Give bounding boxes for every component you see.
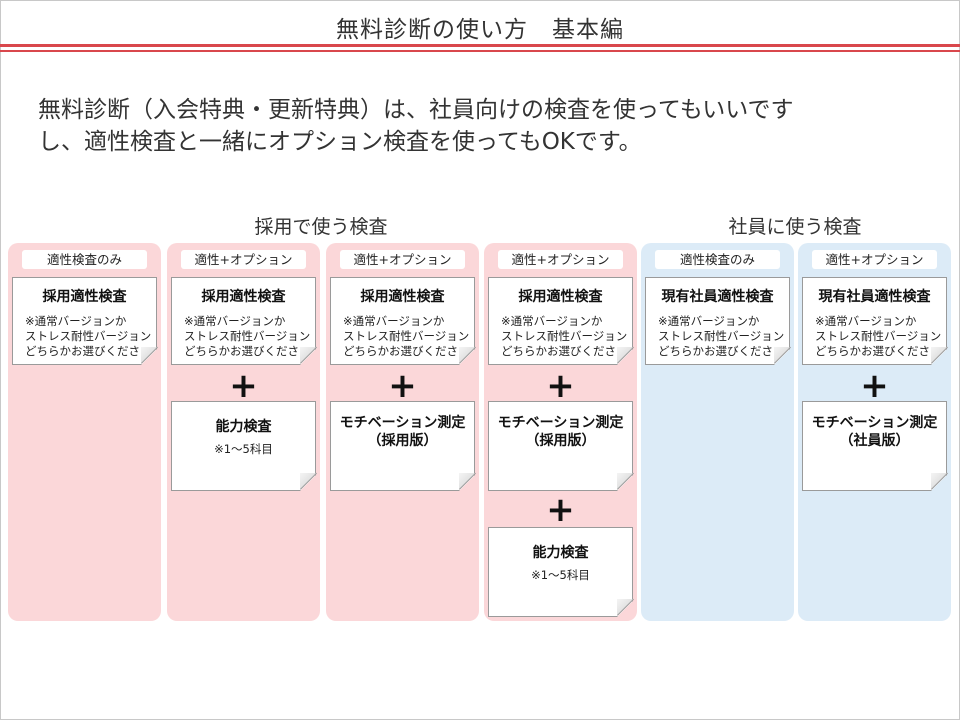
card-title: 現有社員適性検査 [818,289,931,305]
note-line: どちらかお選びください [501,344,628,358]
column-tag: 適性+オプション [181,250,306,269]
card-recruit-aptitude: 採用適性検査 ※通常バージョンか ストレス耐性バージョン どちらかお選びください [488,277,633,365]
note-line: ストレス耐性バージョン [25,329,152,343]
plus-icon: + [546,366,575,406]
card-title-line: モチベーション測定 [811,415,938,431]
note-line: ※通常バージョンか [184,314,286,328]
note-line: ストレス耐性バージョン [184,329,311,343]
card-ability-test: 能力検査 ※1～5科目 [488,527,633,617]
group-label-recruit: 採用で使う検査 [254,216,388,238]
note-line: ※通常バージョンか [501,314,603,328]
plus-icon: + [229,366,258,406]
title-rule-top [0,44,960,47]
card-ability-test: 能力検査 ※1～5科目 [171,401,316,491]
card-title: 採用適性検査 [360,289,445,305]
card-title-line: （採用版） [525,433,596,449]
note-line: ※通常バージョンか [343,314,445,328]
card-employee-aptitude: 現有社員適性検査 ※通常バージョンか ストレス耐性バージョン どちらかお選びくだ… [802,277,947,365]
card-title-line: （社員版） [839,433,910,449]
column-recruit-aptitude-motivation-ability: 適性+オプション 採用適性検査 ※通常バージョンか ストレス耐性バージョン どち… [484,243,637,621]
note-line: どちらかお選びください [184,344,311,358]
column-tag: 適性+オプション [498,250,623,269]
card-title-line: モチベーション測定 [339,415,466,431]
note-line: どちらかお選びください [815,344,942,358]
card-note: ※通常バージョンか ストレス耐性バージョン どちらかお選びください [501,314,628,359]
card-title: 能力検査 [215,419,272,435]
note-line: ※通常バージョンか [658,314,760,328]
note-line: ストレス耐性バージョン [343,329,470,343]
card-note: ※通常バージョンか ストレス耐性バージョン どちらかお選びください [815,314,942,359]
note-line: ストレス耐性バージョン [815,329,942,343]
column-tag: 適性検査のみ [22,250,147,269]
card-note: ※通常バージョンか ストレス耐性バージョン どちらかお選びください [343,314,470,359]
card-motivation-employee: モチベーション測定 （社員版） [802,401,947,491]
card-recruit-aptitude: 採用適性検査 ※通常バージョンか ストレス耐性バージョン どちらかお選びください [330,277,475,365]
intro-text: 無料診断（入会特典・更新特典）は、社員向けの検査を使ってもいいです し、適性検査… [38,94,938,158]
group-label-employee: 社員に使う検査 [728,216,862,238]
card-recruit-aptitude: 採用適性検査 ※通常バージョンか ストレス耐性バージョン どちらかお選びください [171,277,316,365]
column-tag: 適性+オプション [812,250,937,269]
column-tag: 適性検査のみ [655,250,780,269]
card-title: モチベーション測定 （採用版） [489,414,632,450]
plus-icon: + [546,490,575,530]
card-note: ※通常バージョンか ストレス耐性バージョン どちらかお選びください [184,314,311,359]
card-title: 現有社員適性検査 [661,289,774,305]
note-line: ストレス耐性バージョン [501,329,628,343]
card-note: ※通常バージョンか ストレス耐性バージョン どちらかお選びください [25,314,152,359]
card-title: 採用適性検査 [518,289,603,305]
card-motivation-recruit: モチベーション測定 （採用版） [330,401,475,491]
intro-line: 無料診断（入会特典・更新特典）は、社員向けの検査を使ってもいいです [38,97,794,123]
card-title: 能力検査 [532,545,589,561]
plus-icon: + [388,366,417,406]
note-line: ※通常バージョンか [25,314,127,328]
card-title: モチベーション測定 （採用版） [331,414,474,450]
card-note: ※1～5科目 [531,568,590,582]
plus-icon: + [860,366,889,406]
card-title-line: モチベーション測定 [497,415,624,431]
page-title: 無料診断の使い方 基本編 [336,17,624,43]
card-note: ※1～5科目 [214,442,273,456]
title-rule-bottom [0,50,960,52]
card-note: ※通常バージョンか ストレス耐性バージョン どちらかお選びください [658,314,785,359]
column-recruit-aptitude-only: 適性検査のみ 採用適性検査 ※通常バージョンか ストレス耐性バージョン どちらか… [8,243,161,621]
card-title: 採用適性検査 [201,289,286,305]
note-line: どちらかお選びください [25,344,152,358]
column-employee-aptitude-only: 適性検査のみ 現有社員適性検査 ※通常バージョンか ストレス耐性バージョン どち… [641,243,794,621]
card-title: モチベーション測定 （社員版） [803,414,946,450]
card-employee-aptitude: 現有社員適性検査 ※通常バージョンか ストレス耐性バージョン どちらかお選びくだ… [645,277,790,365]
card-recruit-aptitude: 採用適性検査 ※通常バージョンか ストレス耐性バージョン どちらかお選びください [12,277,157,365]
card-title-line: （採用版） [367,433,438,449]
column-employee-aptitude-motivation: 適性+オプション 現有社員適性検査 ※通常バージョンか ストレス耐性バージョン … [798,243,951,621]
column-recruit-aptitude-motivation: 適性+オプション 採用適性検査 ※通常バージョンか ストレス耐性バージョン どち… [326,243,479,621]
note-line: どちらかお選びください [343,344,470,358]
note-line: どちらかお選びください [658,344,785,358]
note-line: ※通常バージョンか [815,314,917,328]
note-line: ストレス耐性バージョン [658,329,785,343]
card-title: 採用適性検査 [42,289,127,305]
intro-line: し、適性検査と一緒にオプション検査を使ってもOKです。 [38,129,642,155]
column-tag: 適性+オプション [340,250,465,269]
column-recruit-aptitude-ability: 適性+オプション 採用適性検査 ※通常バージョンか ストレス耐性バージョン どち… [167,243,320,621]
card-motivation-recruit: モチベーション測定 （採用版） [488,401,633,491]
